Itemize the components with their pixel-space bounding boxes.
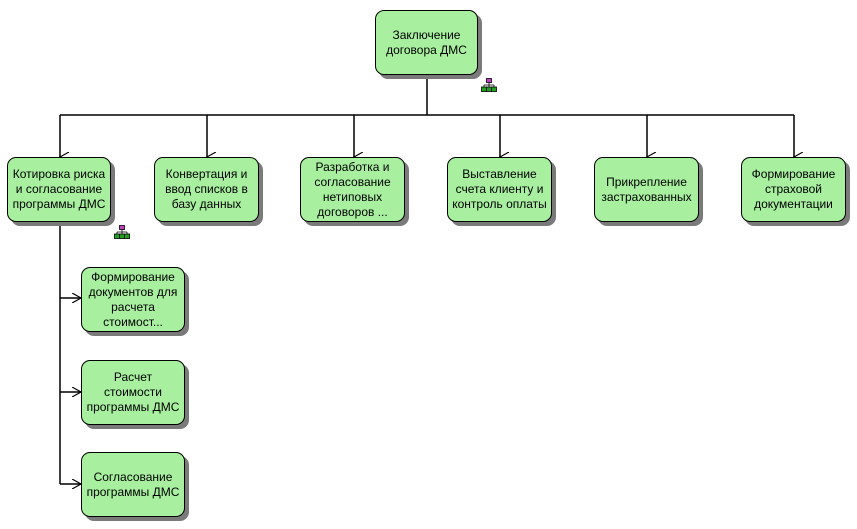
node-quote-risk[interactable]: Котировка риска и согласование программы…	[7, 157, 111, 222]
node-calc-cost-label: Расчет стоимости программы ДМС	[86, 370, 180, 414]
node-convert-lists[interactable]: Конвертация и ввод списков в базу данных	[154, 157, 259, 222]
node-convert-lists-label: Конвертация и ввод списков в базу данных	[165, 167, 248, 211]
hierarchy-icon	[481, 78, 497, 92]
node-attach-insured-label: Прикрепление застрахованных	[601, 174, 692, 204]
node-nonstandard-contracts-label: Разработка и согласование нетиповых дого…	[314, 159, 391, 219]
node-invoice-payment-label: Выставление счета клиенту и контроль опл…	[452, 167, 547, 211]
node-nonstandard-contracts[interactable]: Разработка и согласование нетиповых дого…	[300, 157, 405, 222]
node-calc-cost[interactable]: Расчет стоимости программы ДМС	[81, 360, 185, 425]
node-quote-risk-label: Котировка риска и согласование программы…	[12, 167, 106, 211]
node-invoice-payment[interactable]: Выставление счета клиенту и контроль опл…	[447, 157, 552, 222]
node-calc-docs[interactable]: Формирование документов для расчета стои…	[81, 267, 185, 332]
node-approve-program[interactable]: Согласование программы ДМС	[81, 452, 185, 517]
node-root[interactable]: Заключение договора ДМС	[375, 10, 478, 75]
node-attach-insured[interactable]: Прикрепление застрахованных	[594, 157, 699, 222]
node-approve-program-label: Согласование программы ДМС	[86, 469, 180, 499]
node-calc-docs-label: Формирование документов для расчета стои…	[88, 269, 178, 329]
node-root-label: Заключение договора ДМС	[386, 27, 467, 57]
node-insurance-docs-label: Формирование страховой документации	[751, 167, 836, 211]
hierarchy-icon	[114, 225, 130, 239]
node-insurance-docs[interactable]: Формирование страховой документации	[741, 157, 846, 222]
